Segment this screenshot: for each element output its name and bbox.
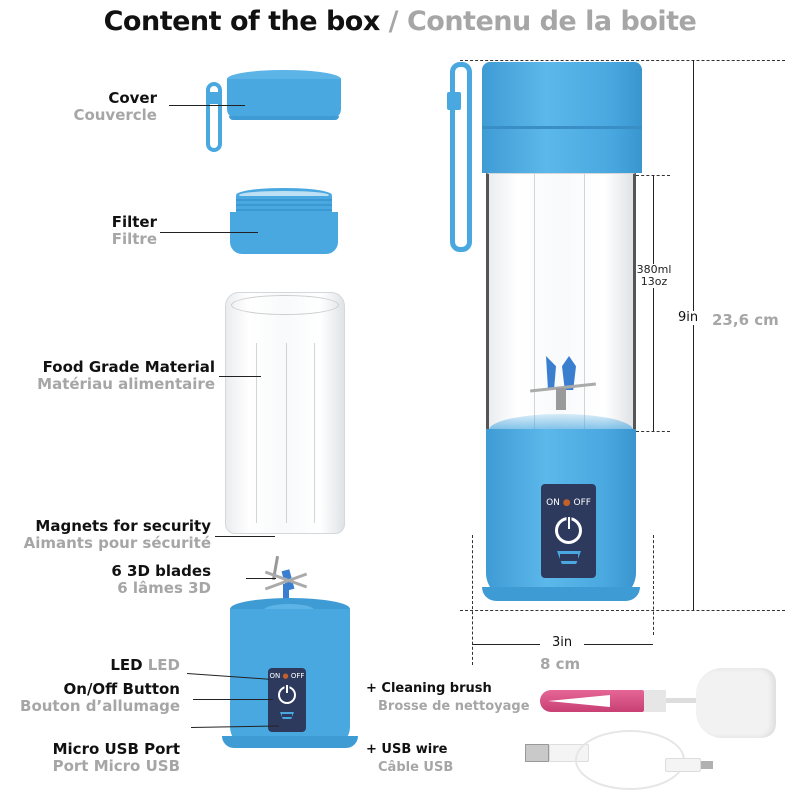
label-magnets: Magnets for security Aimants pour sécuri… [23,517,211,552]
power-button[interactable] [555,517,582,544]
label-cover: Cover Couvercle [73,89,157,124]
dim-width-cm: 8 cm [540,655,581,673]
label-blades: 6 3D blades 6 lâmes 3D [111,562,211,597]
leader-magnets [215,536,275,537]
title-english: Content of the box [103,6,381,37]
dim-width-right [653,535,654,635]
label-on-off-button: On/Off Button Bouton d’allumage [20,680,180,715]
title-separator: / [379,6,407,37]
control-panel-small: ON ● OFF [268,668,306,732]
led-indicator: ● [282,672,289,680]
leader-on-off [193,699,273,700]
dim-height-in: 9in [678,310,699,325]
led-indicator: ● [562,498,571,508]
leader-blades [246,578,276,579]
power-icon[interactable] [278,686,296,704]
dim-capacity-bottom [636,431,670,432]
on-label: ON [546,498,560,508]
on-label: ON [269,672,281,680]
blades-image [262,555,312,600]
leader-cover [169,105,245,106]
label-filter: Filter Filtre [111,213,157,248]
dim-height-line [693,60,694,610]
dim-bottom-dashed [460,610,785,611]
capacity-ml: 380ml [636,263,672,276]
dim-width-in: 3in [540,636,584,649]
label-led: LED LED [110,656,180,674]
usb-cable-image [525,730,725,795]
assembled-strap [450,62,472,252]
cover-image [227,70,341,126]
cleaning-brush-image [540,668,780,738]
micro-usb-port [557,551,581,564]
leader-filter [160,232,258,233]
assembled-blades [530,356,600,426]
dim-height-cm: 23,6 cm [712,311,779,329]
assembled-cap [482,62,642,126]
dim-width-left [472,535,473,665]
capacity-oz: 13oz [640,275,668,288]
extra-cleaning-brush-label: + Cleaning brush Brosse de nettoyage [366,681,530,714]
off-label: OFF [290,672,305,680]
micro-usb-port-icon [280,712,294,719]
assembled-collar [482,129,642,173]
filter-image [230,188,338,256]
strap-image [206,82,222,152]
extra-usb-wire-label: + USB wire Câble USB [366,742,454,775]
dim-top-dashed [460,60,785,61]
off-label: OFF [573,498,591,508]
jar-image [225,292,345,534]
control-panel: ON ● OFF [541,484,596,578]
leader-food-grade [219,376,261,377]
dim-capacity-line [653,175,654,431]
label-food-grade: Food Grade Material Matériau alimentaire [37,358,215,393]
page-title: Content of the box / Contenu de la boite [0,6,800,37]
dim-capacity-label: 380ml 13oz [636,264,672,288]
label-micro-usb: Micro USB Port Port Micro USB [52,740,180,775]
title-french: Contenu de la boite [406,6,697,37]
